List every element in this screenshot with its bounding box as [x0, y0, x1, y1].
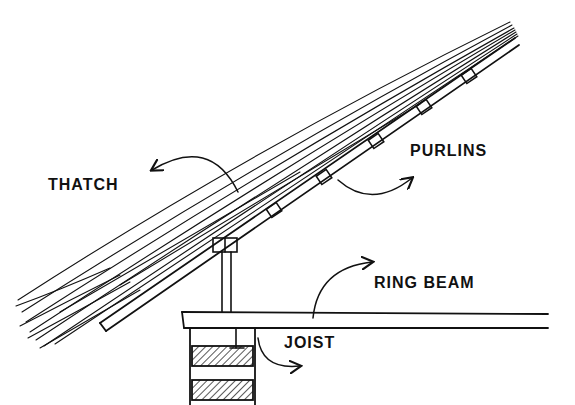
ring-beam [182, 312, 548, 328]
part-label: THATCH [48, 176, 119, 194]
part-label: RING BEAM [374, 274, 475, 292]
part-label: JOIST [284, 334, 335, 352]
leader-arrows [152, 157, 412, 367]
part-label: PURLINS [410, 142, 487, 160]
rafter [100, 38, 519, 331]
post [213, 238, 244, 348]
wall [190, 328, 255, 405]
thatch-strands [16, 22, 518, 348]
